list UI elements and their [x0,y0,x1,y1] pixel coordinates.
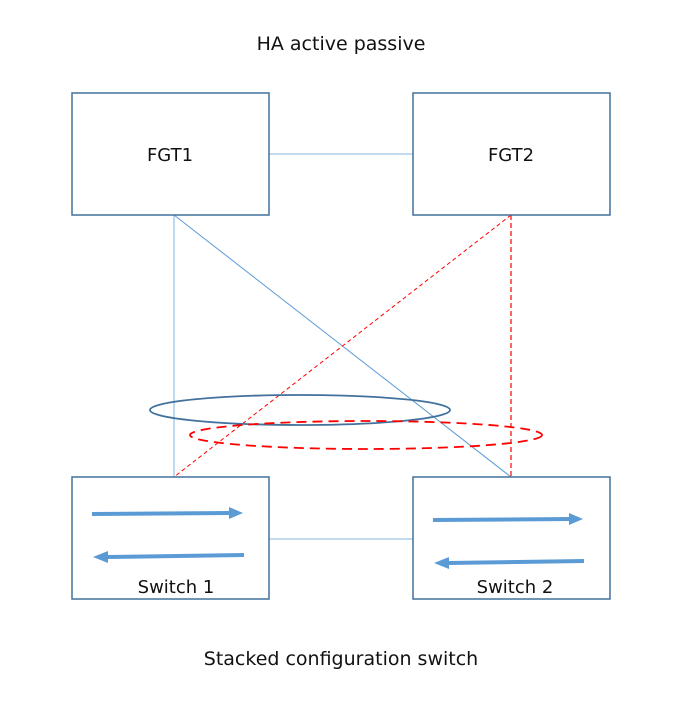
aggregate-ellipse-active [149,394,451,426]
switch2-box [412,476,611,600]
arrow-right-icon [432,513,583,525]
node-fgt2[interactable]: FGT2 [412,92,611,216]
node-switch1[interactable]: Switch 1 [71,476,270,600]
node-switch2[interactable]: Switch 2 [412,476,611,600]
aggregate-ellipse-passive [189,420,543,450]
switch2-label: Switch 2 [477,577,554,598]
arrow-left-icon [434,557,585,569]
link-fgt2-switch1-standby [173,214,512,478]
fgt1-box [71,92,270,216]
switch1-label: Switch 1 [138,577,215,598]
switch1-box [71,476,270,600]
fgt2-box [412,92,611,216]
fgt2-label: FGT2 [488,145,534,166]
fgt1-label: FGT1 [147,145,193,166]
node-fgt1[interactable]: FGT1 [71,92,270,216]
arrow-right-icon [91,507,243,519]
arrow-left-icon [93,551,245,563]
diagram-caption: Stacked configuration switch [204,648,478,670]
diagram-title: HA active passive [257,33,426,55]
